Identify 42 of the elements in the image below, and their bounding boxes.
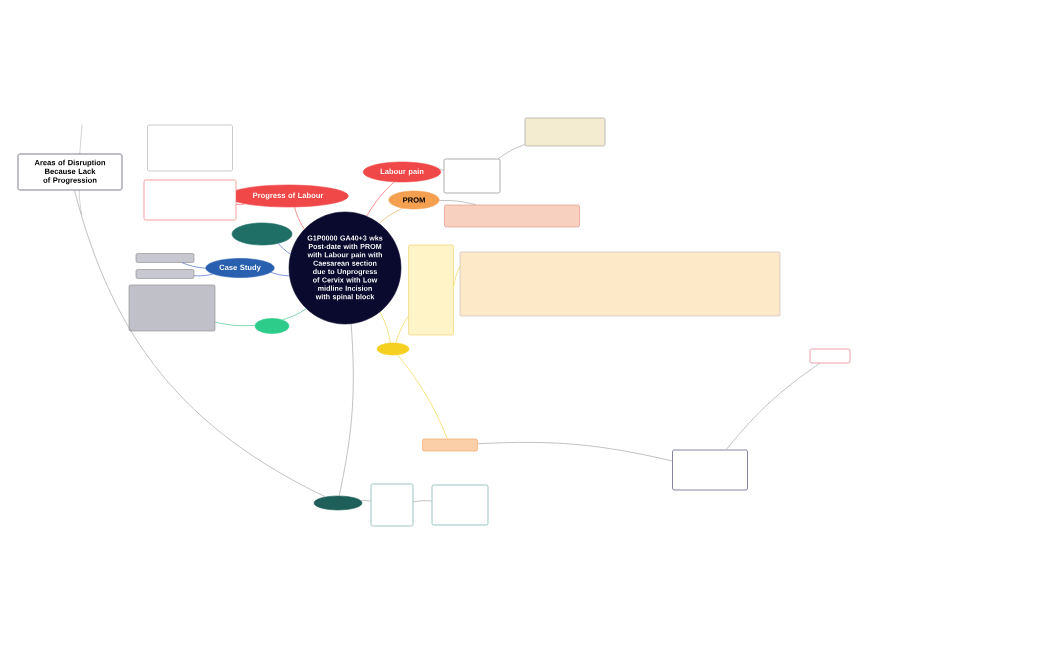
connector-line (360, 500, 371, 502)
connector-line (278, 243, 291, 255)
branch-ellipse (231, 222, 293, 246)
connector-line (453, 266, 460, 287)
note-box (128, 284, 216, 332)
note-box (143, 179, 237, 221)
branch-ellipse (254, 318, 290, 334)
note-box (408, 244, 454, 336)
note-box (459, 251, 781, 317)
note-box (443, 158, 501, 194)
note-box (422, 438, 478, 452)
connector-line (74, 190, 326, 498)
connector-line (438, 168, 444, 171)
note-box (431, 484, 489, 526)
connector-line (181, 262, 206, 269)
connector-line (282, 308, 307, 321)
connector-line (395, 316, 409, 344)
note-box (147, 124, 233, 172)
branch-ellipse (313, 495, 363, 511)
connector-line (397, 354, 448, 439)
connector-line (378, 208, 404, 224)
connector-line (498, 144, 525, 159)
note-box (135, 269, 195, 279)
note-box (524, 117, 606, 147)
note-box (809, 348, 851, 364)
note-box (444, 204, 580, 228)
connector-line (338, 323, 354, 496)
connector-line (439, 200, 476, 205)
note-box (135, 253, 195, 263)
connector-line (725, 363, 821, 450)
connector-line (366, 181, 395, 217)
connector-line (194, 273, 214, 277)
connector-line (294, 206, 305, 230)
connector-line (413, 500, 432, 503)
note-box (672, 449, 748, 491)
connector-line (270, 272, 290, 277)
connector-line (477, 442, 673, 462)
branch-ellipse (376, 342, 410, 356)
connector-line (236, 203, 245, 205)
note-box (370, 483, 414, 527)
connector-line (215, 321, 256, 327)
connector-line (379, 311, 391, 344)
